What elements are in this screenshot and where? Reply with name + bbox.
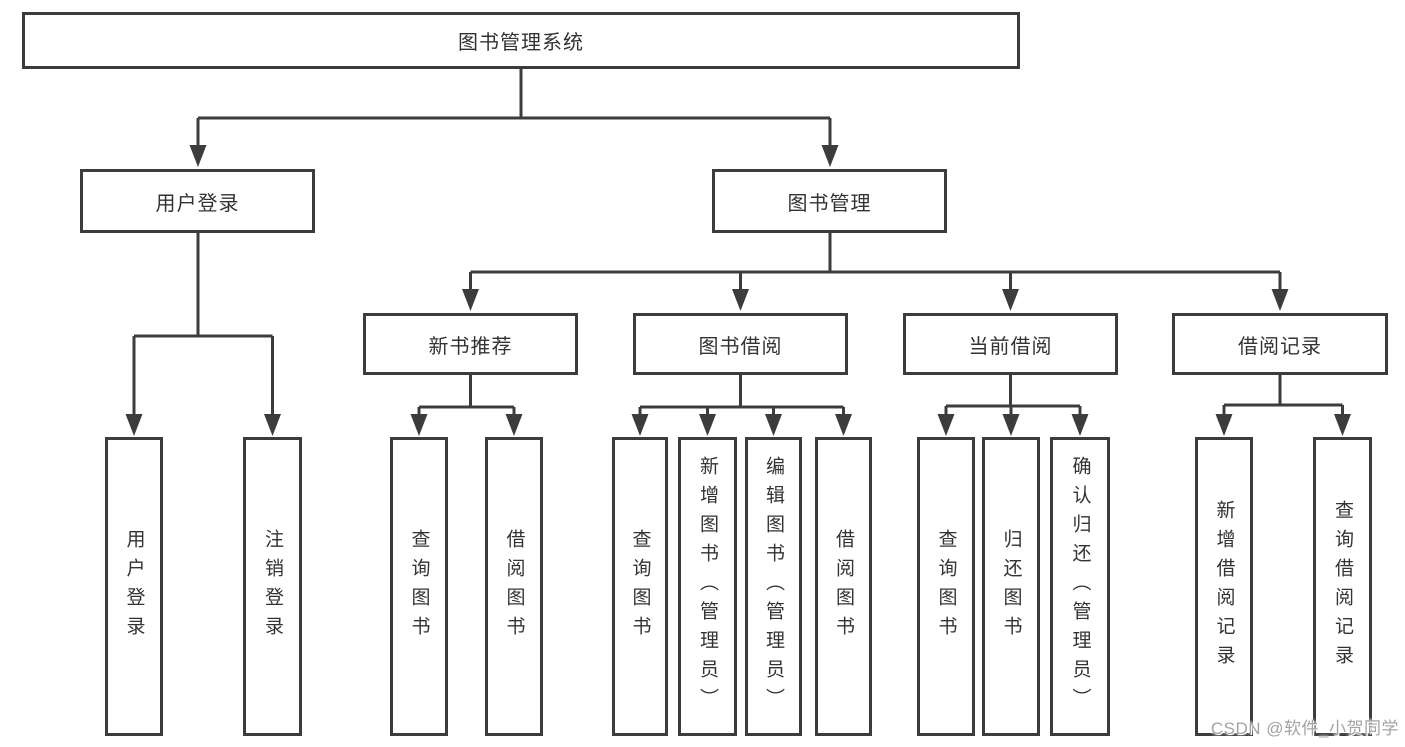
edge-borrow-records-children-arrowhead [1334, 414, 1351, 436]
leaf-borrow-book-label: 借阅图书 [833, 528, 854, 645]
edge-user-login-children-arrowhead [125, 414, 143, 436]
edge-book-mgmt-children-arrowhead [1002, 289, 1019, 311]
node-current-borrowing: 当前借阅 [903, 313, 1118, 375]
edge-book-borrow-children-arrowhead [765, 414, 782, 436]
edge-new-book-children-arrowhead [505, 414, 523, 436]
leaf-return-book-label: 归还图书 [1000, 528, 1022, 645]
leaf-user-login: 用户登录 [105, 437, 163, 736]
leaf-query-books-recommend-label: 查询图书 [408, 528, 430, 645]
node-book-borrowing: 图书借阅 [633, 313, 848, 375]
leaf-borrow-book: 借阅图书 [815, 437, 872, 736]
leaf-query-books-borrowing: 查询图书 [612, 437, 668, 736]
leaf-user-login-label: 用户登录 [123, 528, 145, 645]
node-new-book-recommend-label: 新书推荐 [428, 335, 513, 358]
leaf-query-books-recommend: 查询图书 [390, 437, 448, 736]
node-library-system-label: 图书管理系统 [458, 32, 584, 54]
node-user-login-label: 用户登录 [155, 192, 240, 215]
edge-current-borrow-children-arrowhead [1002, 414, 1020, 436]
leaf-query-books-borrowing-label: 查询图书 [629, 528, 651, 645]
leaf-logout-label: 注销登录 [262, 528, 283, 645]
edge-root-to-level2 [196, 69, 832, 149]
node-library-system: 图书管理系统 [22, 12, 1020, 69]
leaf-borrow-books-recommend: 借阅图书 [485, 437, 543, 736]
leaf-add-borrow-record: 新增借阅记录 [1195, 437, 1253, 736]
edge-book-mgmt-children-arrowhead [1271, 289, 1289, 311]
edge-new-book-children-arrowhead [410, 414, 428, 436]
leaf-add-book-admin-label: 新增图书（管理员） [697, 456, 718, 717]
edge-book-mgmt-children [469, 233, 1282, 293]
leaf-query-books-current-label: 查询图书 [935, 528, 957, 645]
watermark: CSDN @软件_小贺同学 [1210, 719, 1399, 738]
edge-book-borrow-children [638, 375, 845, 418]
leaf-borrow-books-recommend-label: 借阅图书 [503, 528, 525, 645]
leaf-query-borrow-record: 查询借阅记录 [1313, 437, 1372, 736]
node-new-book-recommend: 新书推荐 [363, 313, 578, 375]
node-current-borrowing-label: 当前借阅 [968, 335, 1053, 358]
node-borrowing-records-label: 借阅记录 [1238, 335, 1322, 358]
edge-book-mgmt-children-arrowhead [732, 289, 749, 311]
node-borrowing-records: 借阅记录 [1172, 313, 1388, 375]
node-user-login: 用户登录 [80, 169, 315, 233]
edge-book-mgmt-children-arrowhead [462, 289, 479, 311]
edge-new-book-children [417, 375, 516, 418]
edge-current-borrow-children-arrowhead [1071, 414, 1089, 436]
edge-user-login-children-arrowhead [264, 414, 281, 436]
node-book-management: 图书管理 [712, 169, 947, 233]
edge-root-to-level2-arrowhead [821, 145, 839, 167]
edge-current-borrow-children-arrowhead [937, 414, 955, 436]
leaf-confirm-return-admin: 确认归还（管理员） [1050, 437, 1110, 736]
leaf-add-book-admin: 新增图书（管理员） [678, 437, 737, 736]
edge-user-login-children [132, 233, 274, 418]
node-book-management-label: 图书管理 [787, 192, 872, 215]
leaf-add-borrow-record-label: 新增借阅记录 [1213, 499, 1235, 674]
node-book-borrowing-label: 图书借阅 [698, 335, 783, 358]
leaf-query-books-current: 查询图书 [917, 437, 975, 736]
edge-borrow-records-children-arrowhead [1215, 414, 1233, 436]
leaf-edit-book-admin-label: 编辑图书（管理员） [763, 456, 784, 717]
edge-root-to-level2-arrowhead [189, 145, 207, 167]
edge-borrow-records-children [1222, 375, 1344, 418]
leaf-edit-book-admin: 编辑图书（管理员） [745, 437, 802, 736]
edge-current-borrow-children [944, 375, 1082, 418]
leaf-confirm-return-admin-label: 确认归还（管理员） [1069, 456, 1091, 717]
leaf-query-borrow-record-label: 查询借阅记录 [1332, 499, 1353, 674]
edge-book-borrow-children-arrowhead [835, 414, 852, 436]
leaf-logout: 注销登录 [243, 437, 302, 736]
edge-book-borrow-children-arrowhead [699, 414, 716, 436]
leaf-return-book: 归还图书 [982, 437, 1040, 736]
edge-book-borrow-children-arrowhead [631, 414, 649, 436]
